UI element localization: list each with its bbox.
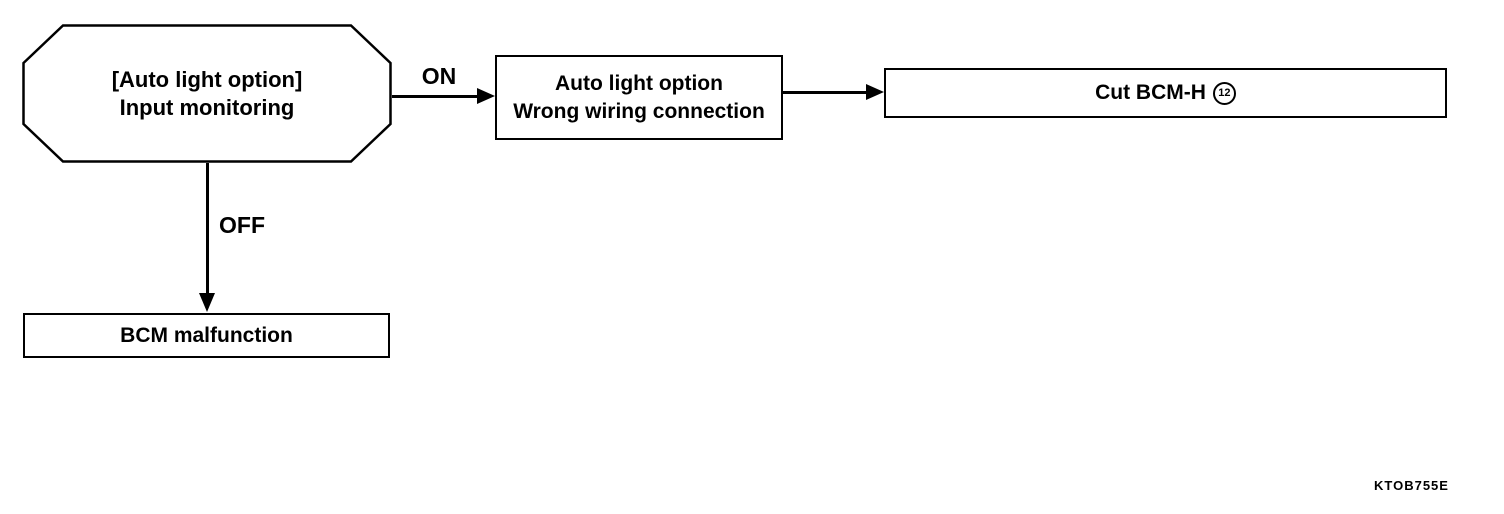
octagon-shape (22, 24, 392, 163)
start-node-line1: [Auto light option] (111, 66, 303, 92)
cut-arrow-line (783, 91, 867, 94)
on-arrow-line (392, 95, 478, 98)
bcm-malfunction-label: BCM malfunction (120, 323, 293, 347)
start-node-octagon: [Auto light option] Input monitoring (22, 24, 392, 163)
circled-12-badge: 12 (1212, 81, 1236, 105)
cut-bcm-label: Cut BCM-H (1095, 81, 1206, 104)
start-node-line2: Input monitoring (119, 94, 295, 120)
arrowhead-right-icon (477, 88, 495, 104)
bcm-malfunction-box: BCM malfunction (23, 313, 390, 358)
start-node-text: [Auto light option] Input monitoring (22, 24, 392, 163)
cut-bcm-box: Cut BCM-H 12 (884, 68, 1447, 118)
figure-code: KTOB755E (1374, 478, 1449, 493)
on-edge-label: ON (421, 63, 457, 89)
arrowhead-right-icon (866, 84, 884, 100)
wrong-wiring-line2: Wrong wiring connection (513, 99, 765, 123)
wrong-wiring-line1: Auto light option (555, 71, 723, 95)
arrowhead-down-icon (199, 293, 215, 312)
off-edge-label: OFF (219, 212, 265, 238)
off-arrow-line (206, 163, 209, 299)
wrong-wiring-box: Auto light option Wrong wiring connectio… (495, 55, 783, 140)
